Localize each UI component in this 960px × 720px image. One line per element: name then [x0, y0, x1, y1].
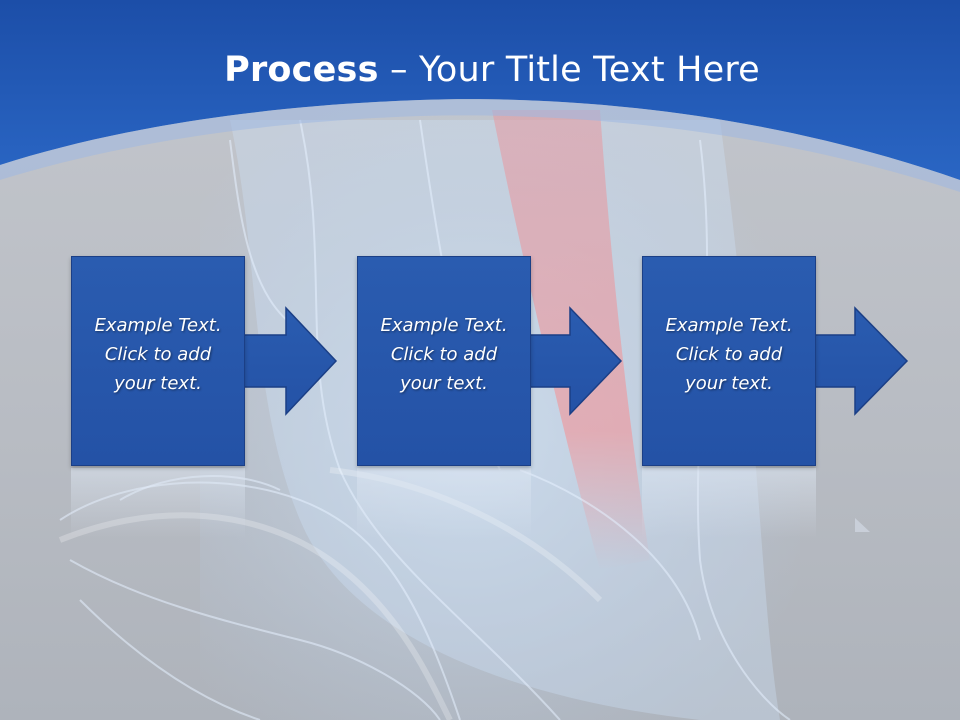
title-bold-text: Process: [224, 50, 379, 90]
step-1-box[interactable]: [71, 256, 245, 466]
step-2-box[interactable]: [357, 256, 531, 466]
step-3-text[interactable]: Example Text. Click to add your text.: [665, 315, 793, 394]
slide-title[interactable]: Process – Your Title Text Here: [0, 50, 960, 90]
step-3-box[interactable]: [642, 256, 816, 466]
step-2-text[interactable]: Example Text. Click to add your text.: [380, 315, 508, 394]
title-rest-text: – Your Title Text Here: [378, 50, 760, 90]
step-1-text[interactable]: Example Text. Click to add your text.: [94, 315, 222, 394]
